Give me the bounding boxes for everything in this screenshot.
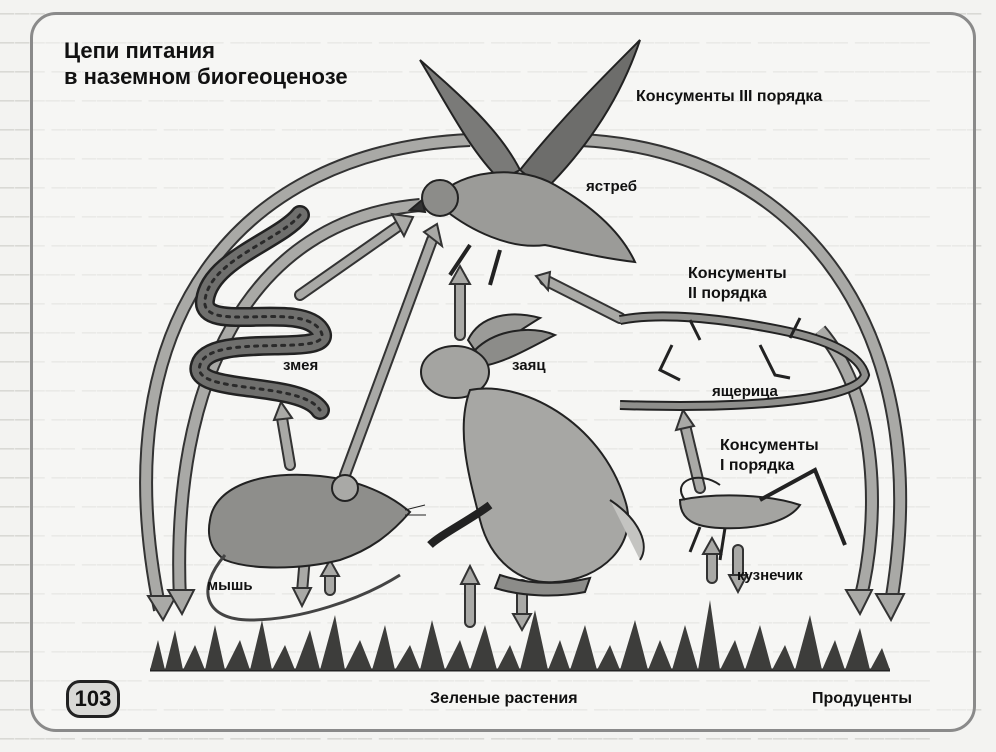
hawk-illustration: [407, 39, 641, 286]
hare-label: заяц: [512, 357, 546, 374]
consumers-2nd-order-label: Консументы II порядка: [688, 264, 787, 304]
hawk-label: ястреб: [586, 178, 638, 195]
hawk-head: [421, 179, 459, 217]
outer-arcs: [139, 133, 908, 612]
hawk-body: [444, 171, 637, 264]
title-line-2: в наземном биогеоценозе: [64, 64, 348, 89]
lizard-label: ящерица: [712, 383, 778, 400]
consumers-1st-line-2: I порядка: [720, 457, 795, 474]
hawk-left-wing: [419, 59, 522, 182]
snake-illustration: [189, 205, 333, 420]
green-plants-label: Зеленые растения: [430, 690, 578, 707]
snake-label: змея: [283, 357, 319, 374]
arc-arrowheads: [146, 589, 906, 623]
page-number-badge: 103: [66, 680, 120, 718]
hare-body: [462, 387, 630, 584]
consumers-1st-order-label: Консументы I порядка: [720, 436, 819, 476]
hawk-right-wing: [518, 39, 641, 192]
mouse-body: [207, 473, 412, 569]
consumers-2nd-line-2: II порядка: [688, 285, 767, 302]
hare-illustration: [420, 313, 645, 597]
consumers-2nd-line-1: Консументы: [688, 265, 787, 282]
mouse-illustration: [206, 473, 426, 622]
consumers-3rd-order-label: Консументы III порядка: [636, 88, 823, 105]
hare-head: [420, 345, 490, 399]
lizard-illustration: [619, 311, 871, 411]
consumers-1st-line-1: Консументы: [720, 437, 819, 454]
flow-arrowheads: [272, 212, 749, 633]
grasshopper-illustration: [678, 467, 847, 561]
mouse-ear: [331, 474, 359, 502]
diagram-panel: [30, 12, 976, 732]
grass-strip: [150, 600, 890, 672]
grasshopper-label: кузнечик: [737, 567, 803, 584]
hare-ear-2: [473, 329, 558, 367]
title-line-1: Цепи питания: [64, 38, 215, 63]
page-title: Цепи питания в наземном биогеоценозе: [64, 38, 348, 90]
mouse-label: мышь: [207, 577, 253, 594]
producers-label: Продуценты: [812, 690, 912, 707]
